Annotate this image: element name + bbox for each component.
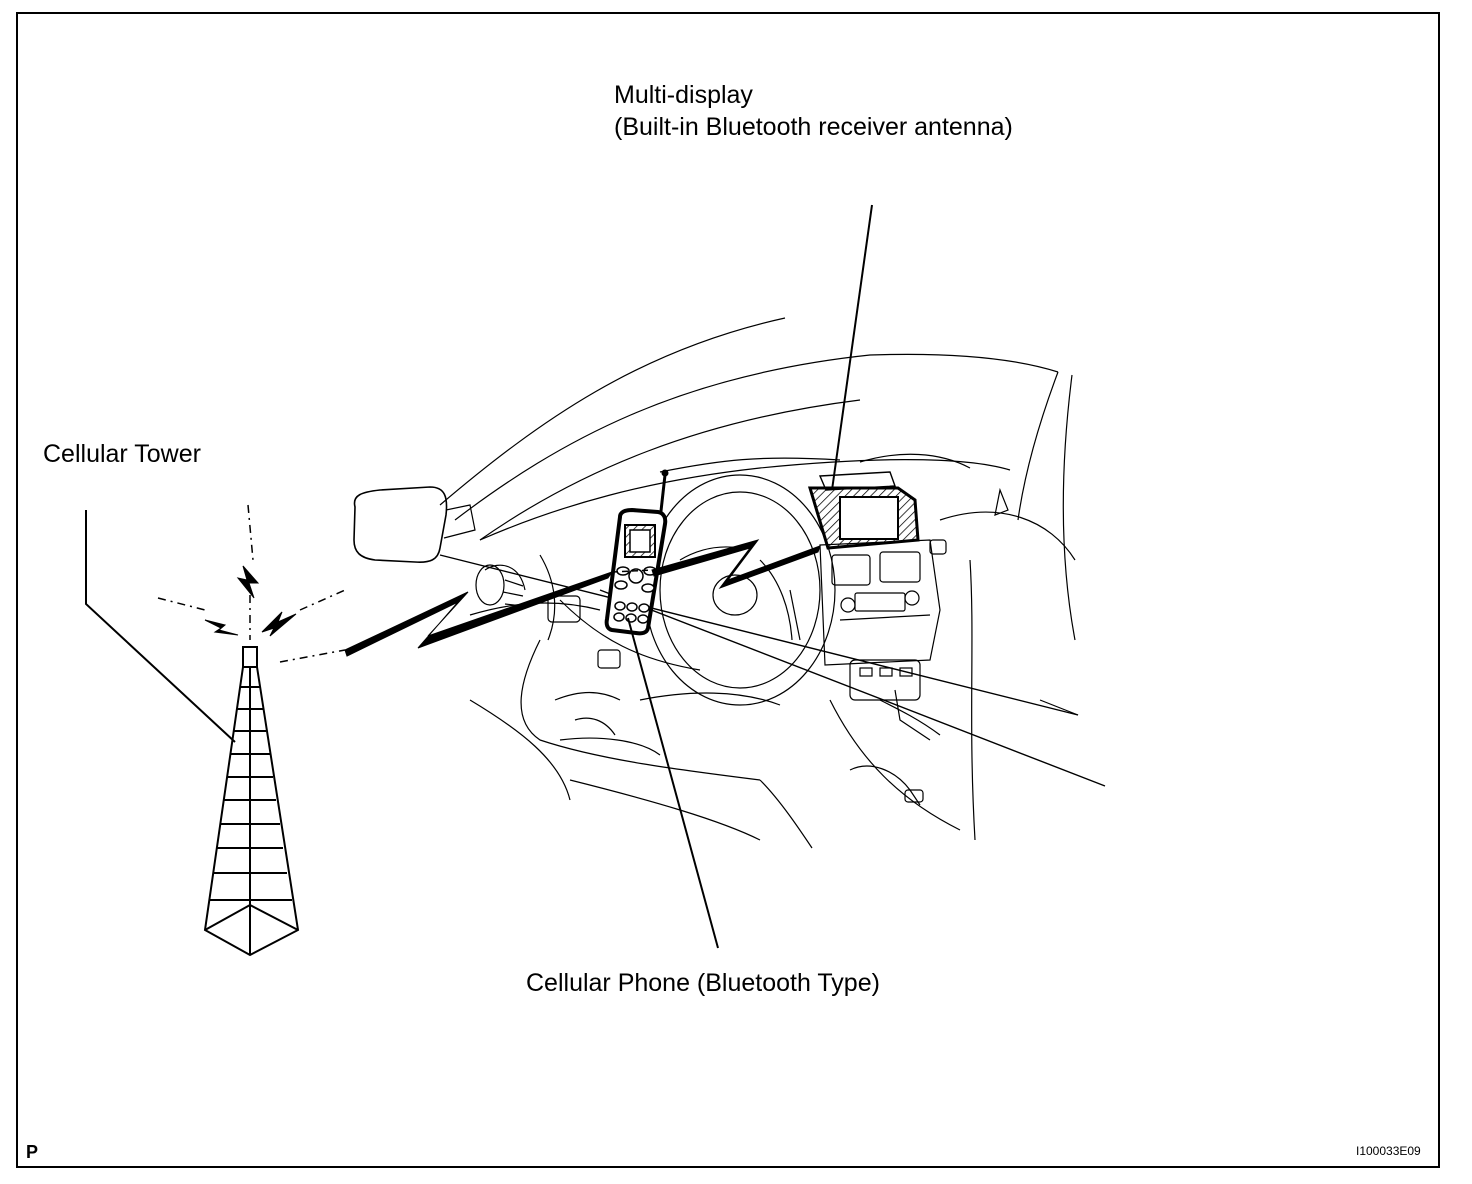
cellular-tower (203, 646, 300, 957)
leader-lines (85, 204, 873, 949)
cellular-tower-label: Cellular Tower (43, 440, 201, 468)
page-marker: P (26, 1142, 39, 1162)
multi-display (807, 471, 920, 550)
radio-waves (157, 504, 821, 663)
multi-display-label-line1: Multi-display (614, 81, 753, 109)
cellular-phone (604, 469, 669, 636)
multi-display-label: Multi-display (Built-in Bluetooth receiv… (614, 79, 1013, 143)
car-interior (353, 317, 1106, 849)
multi-display-label-line2: (Built-in Bluetooth receiver antenna) (614, 113, 1013, 141)
figure-code: I100033E09 (1356, 1144, 1421, 1158)
cellular-phone-label: Cellular Phone (Bluetooth Type) (526, 969, 880, 997)
diagram-frame (16, 12, 1440, 1168)
